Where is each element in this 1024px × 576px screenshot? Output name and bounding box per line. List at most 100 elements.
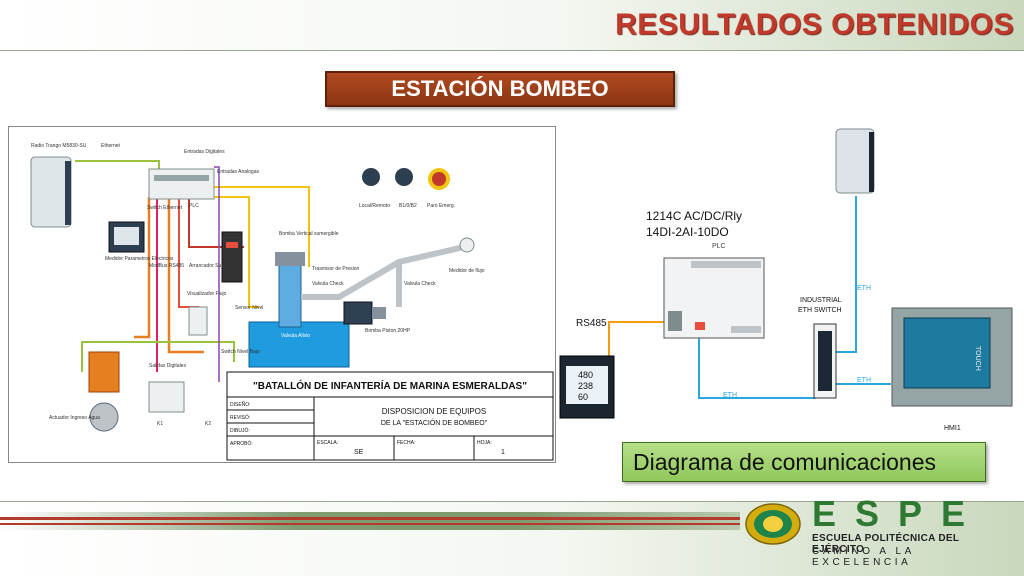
label-arrancador: Arrancador Suave <box>189 263 230 269</box>
espe-subtitle-2: CAMINO A LA EXCELENCIA <box>812 546 915 568</box>
estop-button <box>432 172 446 186</box>
plc-rs485-port <box>668 311 682 331</box>
plc-terminals <box>154 175 209 181</box>
label-valvula-check-1: Valvula Check <box>312 281 344 287</box>
label-k1: K1 <box>157 421 163 427</box>
butterfly-valve <box>89 402 119 432</box>
espe-seal-logo <box>745 503 801 545</box>
label-paro-emerg: Paro Emerg. <box>427 203 455 209</box>
label-eth-bottom: ETH <box>723 392 737 399</box>
label-medidor: Medidor Parametros Electricos <box>105 256 174 262</box>
tb-doc-title-2: DE LA "ESTACIÓN DE BOMBEO" <box>381 418 488 427</box>
plc-model-line2: 14DI-2AI-10DO <box>646 225 729 239</box>
slide-title: RESULTADOS OBTENIDOS <box>615 8 1014 41</box>
label-medidor-flujo: Medidor de flujo <box>449 268 485 274</box>
label-ethernet: Ethernet <box>101 143 121 149</box>
soft-starter <box>221 231 243 283</box>
label-salidas-digitales: Salidas Digitales <box>149 363 186 369</box>
power-meter-screen <box>114 227 139 245</box>
tb-aprobo: APROBÓ: <box>230 440 253 447</box>
cable-ethernet-radio <box>75 160 160 175</box>
label-plc: PLC <box>189 203 199 209</box>
label-entradas-digitales: Entradas Digitales <box>184 149 225 155</box>
label-radio: Radio Trango M5830-SU <box>31 143 87 149</box>
radio-antenna <box>835 128 875 194</box>
comm-diagram-caption: Diagrama de comunicaciones <box>622 442 986 482</box>
equipment-layout-svg: Radio Trango M5830-SU Ethernet Entradas … <box>30 143 554 461</box>
piston-pump <box>343 301 373 325</box>
label-bomba-piston: Bomba Piston 20HP <box>365 328 411 334</box>
cable-green-2 <box>81 341 235 372</box>
label-eth-switch-right: ETH <box>857 377 871 384</box>
hmi-screen <box>903 317 991 389</box>
tb-hoja-label: HOJA: <box>477 440 492 446</box>
cable-modbus <box>134 197 151 339</box>
link-eth-antenna <box>833 196 857 353</box>
switch-ports <box>818 331 832 391</box>
label-switch-nivel: Switch Nivel Bajo <box>221 349 260 355</box>
radio-antenna-edge <box>65 161 71 225</box>
footer-stripe <box>0 517 740 520</box>
tb-hoja-value: 1 <box>501 449 505 456</box>
station-banner: ESTACIÓN BOMBEO <box>325 71 675 107</box>
tb-escala-value: SE <box>354 449 364 456</box>
tb-doc-title-1: DISPOSICION DE EQUIPOS <box>382 407 486 416</box>
flow-meter <box>459 237 475 253</box>
tb-escala-label: ESCALA: <box>317 440 338 446</box>
label-sensor-nivel: Sensor Nivel <box>235 305 263 311</box>
link-eth-plc <box>698 331 816 399</box>
contactors <box>148 381 185 413</box>
cable-yellow-2 <box>199 196 259 308</box>
plc-bottom-terminals <box>731 326 761 333</box>
label-visualizador: Visualizador Flujo <box>187 291 227 297</box>
valve-actuator <box>88 351 120 393</box>
label-k2: K2 <box>205 421 211 427</box>
vertical-pump-motor <box>275 252 305 266</box>
switch-label-2: ETH SWITCH <box>798 307 842 314</box>
tb-dibujo: DIBUJÓ: <box>230 427 250 434</box>
plc-model-line1: 1214C AC/DC/Rly <box>646 209 742 223</box>
label-b1-b2: B1/0/B2 <box>399 203 417 209</box>
selector-b1-b2 <box>395 168 413 186</box>
label-actuador: Actuador Ingreso Agua <box>49 415 100 421</box>
title-block <box>226 371 554 461</box>
switch-label-1: INDUSTRIAL <box>800 297 842 304</box>
tb-reviso: REVISÓ: <box>230 414 250 421</box>
label-eth-antenna: ETH <box>857 285 871 292</box>
tb-fecha-label: FECHA: <box>397 440 415 446</box>
power-meter-screen <box>566 366 608 404</box>
water-tank <box>248 321 350 368</box>
espe-subtitle-1: ESCUELA POLITÉCNICA DEL EJÉRCITO <box>812 533 960 555</box>
tb-organization: "BATALLÓN DE INFANTERÍA DE MARINA ESMERA… <box>253 379 527 392</box>
plc-label: PLC <box>712 243 726 250</box>
label-modbus: ModBus RS485 <box>149 263 184 269</box>
vertical-pump <box>278 256 302 328</box>
link-rs485 <box>608 321 666 356</box>
plc-top-terminals <box>691 261 761 268</box>
footer-band <box>0 512 740 530</box>
plc-unit <box>148 168 215 200</box>
footer-stripe-2 <box>0 523 740 525</box>
cable-orange-2 <box>167 197 204 354</box>
meter-display-2: 238 <box>578 381 593 391</box>
label-bomba-vertical: Bomba Vertical sumergible <box>279 231 339 237</box>
flow-display <box>188 306 208 336</box>
meter-display-1: 480 <box>578 370 593 380</box>
equipment-layout-diagram: Radio Trango M5830-SU Ethernet Entradas … <box>8 126 556 463</box>
label-trasmisor: Trasmisor de Presion <box>312 266 360 272</box>
soft-starter-led <box>226 242 238 248</box>
cable-yellow-1 <box>214 186 310 267</box>
communications-diagram: 1214C AC/DC/Rly 14DI-2AI-10DO PLC RS485 … <box>556 126 1018 436</box>
hmi-touch-label: TOUCH <box>974 346 981 371</box>
label-entradas-analogas: Entradas Analogas <box>217 169 259 175</box>
hmi-label: HMI1 <box>944 425 961 432</box>
label-valvula-alivio: Valvula Alivio <box>281 333 310 339</box>
cable-purple <box>214 166 220 382</box>
label-rs485: RS485 <box>576 318 607 329</box>
plc-eth-port <box>695 322 705 330</box>
meter-display-3: 60 <box>578 392 588 402</box>
espe-wordmark: ESPE <box>812 493 985 534</box>
tb-diseno: DISEÑO: <box>230 401 251 408</box>
discharge-pipe <box>301 244 465 300</box>
label-switch-ethernet: Switch Ethernet <box>147 205 183 211</box>
